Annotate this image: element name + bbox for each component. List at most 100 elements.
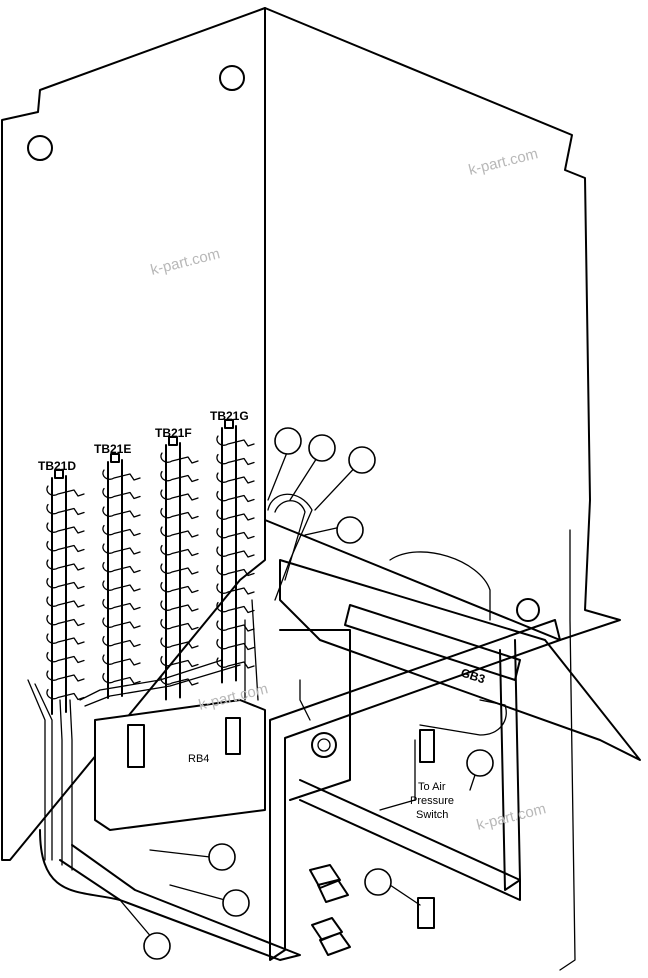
mounting-hole bbox=[27, 135, 53, 161]
wire-loop bbox=[389, 551, 491, 621]
terminal-screw bbox=[102, 672, 141, 685]
wire-loop bbox=[559, 529, 576, 971]
terminal-block bbox=[46, 469, 85, 715]
terminal-screw bbox=[46, 614, 85, 627]
terminal-screw bbox=[160, 452, 199, 464]
terminal-screw bbox=[216, 601, 255, 614]
leader-line bbox=[389, 884, 421, 906]
harness-tube bbox=[39, 829, 121, 901]
terminal-screw bbox=[160, 618, 199, 631]
terminal-screw bbox=[102, 543, 141, 555]
terminal-screw bbox=[160, 600, 199, 612]
harness-front bbox=[299, 779, 521, 901]
side-panel bbox=[264, 7, 621, 641]
terminal-screw bbox=[216, 472, 255, 484]
terminal-screw bbox=[216, 564, 255, 577]
air-switch-connector bbox=[419, 729, 435, 763]
terminal-screw bbox=[160, 489, 199, 501]
callout-circle bbox=[364, 868, 392, 896]
terminal-screw bbox=[216, 435, 255, 447]
terminal-screw bbox=[102, 524, 141, 537]
wire-run bbox=[379, 739, 416, 811]
terminal-screw bbox=[102, 654, 141, 666]
grommet bbox=[311, 732, 337, 758]
terminal-screw bbox=[216, 490, 255, 503]
callout-circle bbox=[466, 749, 494, 777]
callout-circle bbox=[222, 889, 250, 917]
terminal-screw bbox=[216, 583, 255, 595]
terminal-screw bbox=[160, 526, 199, 538]
sub-panel bbox=[279, 629, 351, 801]
relay-board-label: RB4 bbox=[188, 753, 209, 765]
terminal-screw bbox=[46, 688, 85, 701]
air-pressure-label-3: Switch bbox=[416, 809, 448, 821]
terminal-screw bbox=[46, 540, 85, 553]
terminal-screw bbox=[160, 563, 199, 575]
terminal-screw bbox=[102, 580, 141, 592]
terminal-screw bbox=[160, 655, 199, 668]
terminal-screw bbox=[46, 670, 85, 682]
terminal-block bbox=[160, 436, 199, 701]
terminal-screw bbox=[102, 561, 141, 574]
tb21g-label: TB21G bbox=[210, 409, 249, 423]
relay-board bbox=[94, 699, 266, 831]
bottom-bracket bbox=[279, 559, 641, 761]
callout-circle bbox=[143, 932, 171, 960]
terminal-screw bbox=[102, 487, 141, 500]
wire-bundle bbox=[274, 500, 306, 581]
tb21d-label: TB21D bbox=[38, 459, 76, 473]
tb21e-label: TB21E bbox=[94, 442, 131, 456]
connector-pair bbox=[311, 917, 351, 956]
terminal-screw bbox=[216, 657, 255, 669]
terminal-screw bbox=[46, 485, 85, 497]
air-pressure-label-2: Pressure bbox=[410, 795, 454, 807]
terminal-screw bbox=[160, 544, 199, 557]
relay-connector bbox=[225, 717, 241, 755]
harness-right bbox=[499, 639, 521, 891]
leader-line bbox=[149, 849, 211, 858]
terminal-screw bbox=[216, 620, 255, 632]
callout-circle bbox=[336, 516, 364, 544]
terminal-screw bbox=[46, 559, 85, 571]
wire-run bbox=[299, 679, 311, 721]
terminal-screw bbox=[102, 506, 141, 518]
back-panel bbox=[1, 7, 266, 861]
connector-pair bbox=[309, 864, 349, 903]
leader-line bbox=[267, 449, 289, 501]
terminal-screw bbox=[46, 651, 85, 664]
callout-circle bbox=[208, 843, 236, 871]
leader-line bbox=[169, 884, 226, 901]
watermark: k-part.com bbox=[475, 800, 548, 834]
callout-circle bbox=[348, 446, 376, 474]
terminal-screw bbox=[160, 674, 199, 686]
mounting-hole bbox=[219, 65, 245, 91]
terminal-screw bbox=[46, 596, 85, 608]
terminal-screw bbox=[216, 509, 255, 521]
bottom-connector bbox=[417, 897, 435, 929]
terminal-screw bbox=[160, 507, 199, 520]
wire-run bbox=[419, 699, 507, 736]
terminal-block bbox=[216, 419, 255, 684]
terminal-screw bbox=[46, 577, 85, 590]
ground-ring bbox=[516, 598, 540, 622]
terminal-screw bbox=[216, 527, 255, 540]
terminal-screw bbox=[46, 633, 85, 645]
terminal-screw bbox=[160, 470, 199, 483]
terminal-screw bbox=[216, 638, 255, 651]
terminal-block bbox=[102, 453, 141, 699]
terminal-screw bbox=[46, 503, 85, 516]
terminal-screw bbox=[102, 598, 141, 611]
harness-bottom bbox=[59, 844, 301, 961]
grommet bbox=[317, 738, 331, 752]
callout-circle bbox=[274, 427, 302, 455]
tb21f-label: TB21F bbox=[155, 426, 192, 440]
terminal-screw bbox=[102, 469, 141, 481]
terminal-screw bbox=[160, 637, 199, 649]
relay-connector bbox=[127, 724, 145, 768]
callout-circle bbox=[308, 434, 336, 462]
terminal-wires bbox=[27, 599, 259, 871]
terminal-screw bbox=[160, 581, 199, 594]
air-pressure-label-1: To Air bbox=[418, 781, 446, 793]
terminal-screw bbox=[216, 546, 255, 558]
